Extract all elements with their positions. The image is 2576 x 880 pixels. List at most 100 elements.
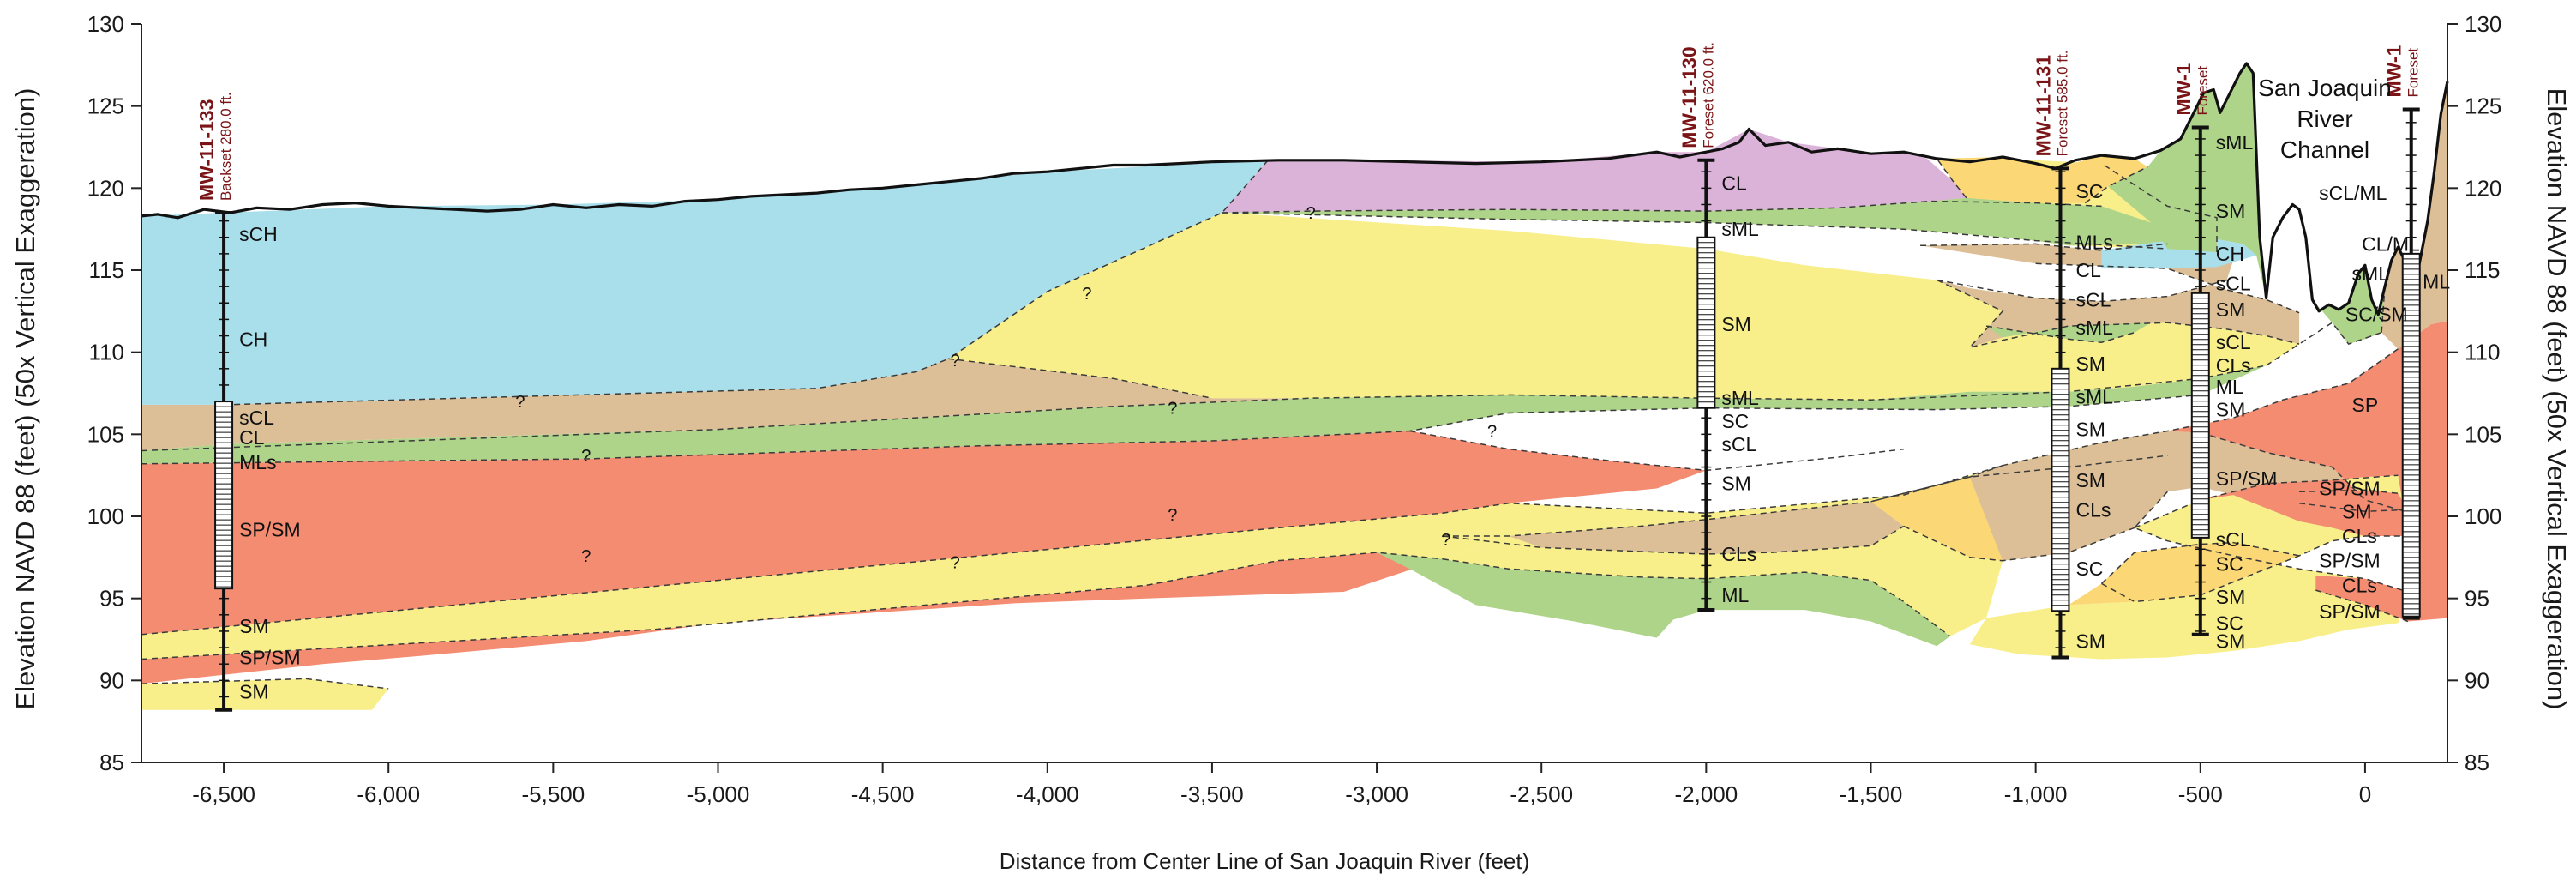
layer-boundary (2101, 162, 2218, 252)
soil-unit-label: sCL (2075, 288, 2111, 310)
x-tick-label: -500 (2178, 781, 2223, 807)
layer-sm-right (1969, 475, 2408, 660)
well-note: Foreset 585.0 ft. (2054, 51, 2070, 157)
y-tick-label-right: 125 (2465, 93, 2501, 119)
soil-unit-label: SM (2342, 500, 2372, 522)
well-name: MW-11-131 (2032, 55, 2054, 157)
soil-unit-label: SP/SM (2319, 600, 2381, 623)
y-tick-label-right: 130 (2465, 11, 2501, 37)
soil-unit-label: SC (2075, 558, 2103, 580)
y-tick-label-right: 110 (2465, 340, 2500, 365)
layer-sp-lower (141, 552, 1443, 684)
well-name: MW-11-133 (195, 99, 218, 201)
soil-unit-label: SP/SM (2319, 550, 2381, 572)
axes: -6,500-6,000-5,500-5,000-4,500-4,000-3,5… (87, 11, 2502, 807)
y-tick-label-left: 120 (87, 175, 124, 201)
question-mark: ? (951, 554, 960, 573)
x-tick-label: -1,500 (1840, 781, 1903, 807)
layer-boundary (2266, 322, 2382, 366)
y-tick-label-left: 85 (99, 750, 124, 775)
layer-sp-main (141, 431, 1707, 635)
layer-cl-right-top (2381, 81, 2447, 349)
layer-boundary (1985, 325, 2135, 343)
layer-boundary (1442, 558, 1951, 637)
layer-boundary (224, 358, 949, 406)
well-note: Foreset 620.0 ft. (1700, 42, 1716, 148)
y-tick-label-left: 105 (87, 421, 124, 447)
layer-ch (141, 160, 1269, 405)
layer-boundary (1920, 243, 2168, 251)
soil-unit-label: SM (2075, 469, 2105, 491)
soil-unit-label: SP/SM (2319, 477, 2381, 499)
layer-ml-upper (1222, 197, 2168, 246)
soil-unit-label: CL (1721, 172, 1747, 195)
question-mark: ? (1082, 285, 1091, 304)
well-name: MW-1 (2172, 63, 2195, 115)
soil-unit-label: SC (2216, 612, 2243, 634)
y-tick-label-left: 100 (87, 503, 124, 529)
soil-unit-label: ML (2423, 270, 2450, 292)
soil-unit-label: SM (2075, 630, 2105, 652)
soil-unit-label: CLs (2075, 498, 2111, 521)
soil-unit-label: CLs (2342, 525, 2377, 547)
soil-unit-label: sCL/ML (2319, 182, 2387, 204)
soil-unit-label: CL (239, 426, 265, 449)
soil-unit-label: ML (1721, 584, 1749, 606)
layer-boundary (1936, 158, 1967, 199)
layer-ml-right-top (2108, 63, 2267, 298)
y-tick-label-right: 90 (2465, 667, 2489, 693)
layer-sp-right (2167, 321, 2447, 622)
layer-boundary (2299, 502, 2408, 513)
soil-unit-label: SM (2216, 586, 2246, 608)
x-tick-label: -2,500 (1510, 781, 1573, 807)
soil-unit-label: sCL (2216, 272, 2251, 294)
soil-unit-label: sCL (2216, 331, 2251, 353)
x-tick-label: -4,500 (851, 781, 915, 807)
x-tick-label: -2,000 (1674, 781, 1738, 807)
soil-unit-label: CLs (1721, 543, 1756, 565)
soil-unit-label: SM (1721, 313, 1751, 335)
y-axis-label-right: Elevation NAVD 88 (feet) (50x Vertical E… (2542, 88, 2572, 710)
question-mark: ? (1487, 423, 1497, 442)
layer-boundary (141, 678, 389, 690)
river-line-3: Channel (2280, 136, 2369, 163)
soil-unit-label: CLs (2216, 354, 2251, 377)
layer-boundary (1937, 279, 2227, 303)
soil-unit-label: CLs (2342, 574, 2377, 596)
layer-sc-top (1937, 155, 2148, 203)
soil-unit-label: CH (2216, 243, 2244, 265)
y-tick-label-right: 100 (2465, 503, 2501, 529)
well-name: MW-11-130 (1678, 46, 1700, 148)
river-line-2: River (2297, 105, 2352, 132)
soil-unit-label: SM (2216, 200, 2246, 222)
soil-unit-label: sML (2075, 385, 2113, 407)
layer-boundary (1937, 279, 2300, 349)
x-axis-label: Distance from Center Line of San Joaquin… (1000, 848, 1530, 874)
layer-boundary (2100, 541, 2300, 584)
layer-ml-mid (1986, 322, 2152, 343)
soil-unit-label: SP (2352, 394, 2379, 416)
soil-unit-label: MLs (2075, 231, 2112, 253)
x-tick-label: -5,500 (521, 781, 585, 807)
y-tick-label-right: 120 (2465, 175, 2501, 201)
y-tick-label-left: 110 (89, 340, 124, 365)
uncertain-boundary-marks: ??????????? (515, 204, 1497, 573)
soil-unit-label: SM (2075, 419, 2105, 441)
well-name: MW-1 (2383, 45, 2405, 97)
soil-unit-label: sML (1721, 387, 1759, 409)
soil-unit-label: MLs (239, 451, 276, 473)
layer-boundary (1222, 212, 2168, 250)
soil-unit-label: SM (2216, 298, 2246, 321)
layer-ml-bottom (1377, 552, 1950, 647)
layer-boundary (2035, 262, 2300, 314)
x-tick-label: 0 (2359, 781, 2371, 807)
well-screen (2401, 252, 2421, 618)
y-tick-label-left: 115 (89, 257, 124, 283)
soil-unit-label: sCL (1721, 433, 1756, 455)
y-tick-label-right: 115 (2465, 257, 2500, 283)
question-mark: ? (951, 352, 960, 371)
